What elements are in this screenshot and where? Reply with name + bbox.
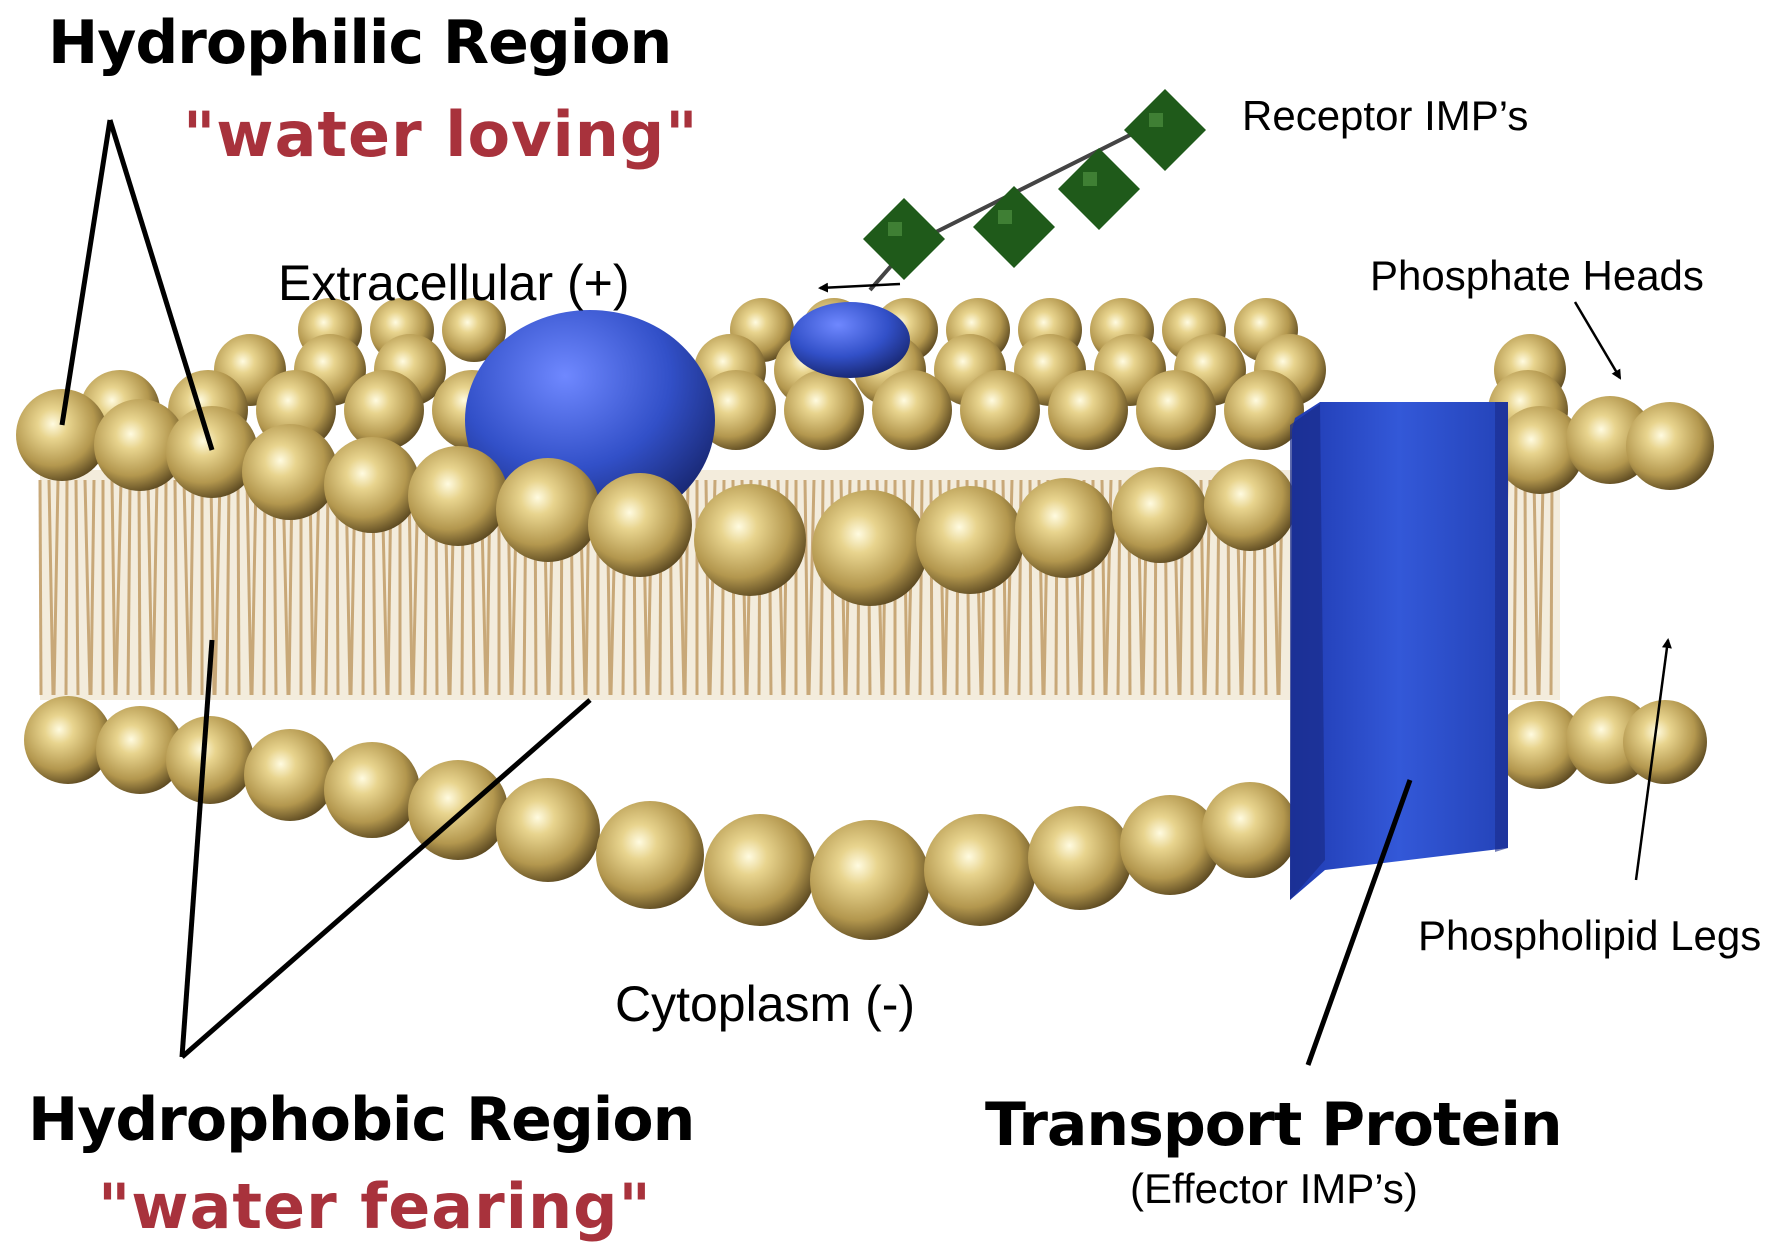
phosphate-head: [872, 370, 952, 450]
phosphate-head: [812, 490, 928, 606]
phosphate-head: [1112, 467, 1208, 563]
phosphate-head: [496, 778, 600, 882]
transport-protein-title: Transport Protein: [985, 1090, 1562, 1160]
phosphate-head: [1204, 459, 1296, 551]
cytoplasm-label: Cytoplasm (-): [615, 975, 915, 1033]
lipid-tail: [1525, 480, 1526, 695]
phosphate-head: [166, 716, 254, 804]
phosphate-heads-front: [408, 760, 1298, 940]
phosphate-head: [694, 484, 806, 596]
phosphate-head: [324, 437, 420, 533]
lipid-tail: [1551, 480, 1552, 695]
lipid-tail: [326, 480, 328, 695]
lipid-tail: [128, 480, 130, 695]
receptor-label: Receptor IMP’s: [1242, 92, 1528, 140]
lipid-tail: [76, 480, 78, 695]
phosphate-head: [496, 458, 600, 562]
phosphate-head: [704, 814, 816, 926]
phosphate-head: [242, 424, 338, 520]
phosphate-head: [1202, 782, 1298, 878]
phosphate-head: [344, 370, 424, 450]
transport-protein: [1290, 402, 1508, 900]
phosphate-head: [408, 446, 508, 546]
phosphate-head: [1136, 370, 1216, 450]
hydrophilic-region-subtitle: "water loving": [183, 98, 699, 171]
phosphate-head: [596, 801, 704, 909]
hydrophobic-region-title: Hydrophobic Region: [28, 1085, 694, 1155]
phosphate-head: [1623, 700, 1707, 784]
hydrophilic-region-title: Hydrophilic Region: [48, 8, 671, 78]
phosphate-head: [16, 389, 108, 481]
lipid-tail: [165, 480, 166, 695]
phosphate-head: [924, 814, 1036, 926]
phosphate-head: [1626, 402, 1714, 490]
lipid-tail: [66, 480, 67, 695]
phospholipid-legs-label: Phospholipid Legs: [1418, 912, 1761, 960]
lipid-tail: [920, 480, 922, 695]
lipid-tail: [1514, 480, 1516, 695]
receptor-chain: [863, 89, 1206, 290]
extracellular-label: Extracellular (+): [278, 254, 630, 312]
transport-protein-subtitle: (Effector IMP’s): [1130, 1165, 1418, 1213]
lipid-tail: [40, 480, 41, 695]
phosphate-head: [960, 370, 1040, 450]
lipid-tail: [238, 480, 239, 695]
phosphate-heads-label: Phosphate Heads: [1370, 252, 1704, 300]
phosphate-head: [1015, 478, 1115, 578]
phosphate-head: [244, 729, 336, 821]
lipid-tail: [139, 480, 140, 695]
phosphate-head: [1048, 370, 1128, 450]
phosphate-head: [1028, 806, 1132, 910]
phosphate-head: [810, 820, 930, 940]
phosphate-head: [784, 370, 864, 450]
lipid-tail: [227, 480, 229, 695]
lipid-tail: [175, 480, 177, 695]
hydrophobic-region-subtitle: "water fearing": [98, 1170, 652, 1243]
phosphate-head: [916, 486, 1024, 594]
lipid-tail: [821, 480, 823, 695]
phosphate-head: [588, 473, 692, 577]
phosphate-head: [324, 742, 420, 838]
